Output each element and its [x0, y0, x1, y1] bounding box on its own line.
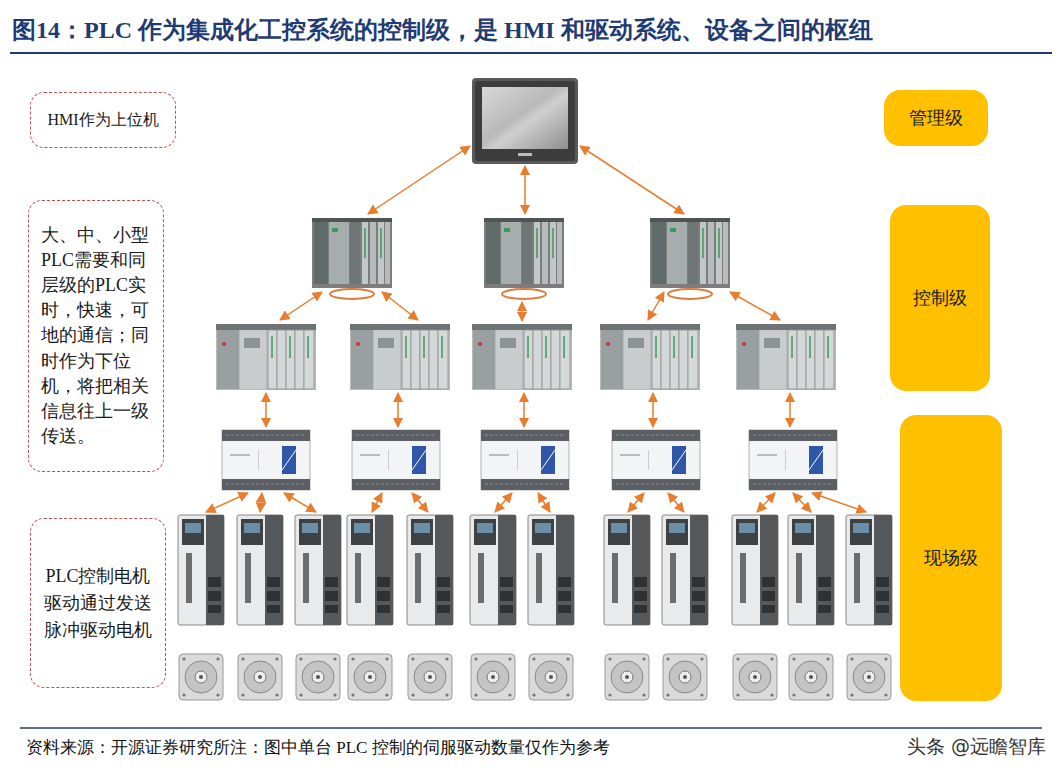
link-arrow [580, 146, 684, 214]
link-arrow [789, 393, 791, 427]
servo-drive [528, 515, 574, 625]
servo-motor [238, 654, 282, 700]
large-plc [312, 218, 392, 288]
servo-motor [789, 654, 833, 700]
link-arrow [265, 393, 267, 427]
servo-motor [348, 654, 392, 700]
servo-motor [663, 654, 707, 700]
link-arrow [372, 493, 382, 512]
link-arrow [284, 493, 316, 512]
servo-motor [471, 654, 515, 700]
medium-plc [216, 324, 316, 390]
link-arrow [206, 493, 248, 512]
link-arrow [397, 393, 399, 427]
footer-rule [20, 727, 1042, 729]
link-arrows [206, 146, 866, 512]
watermark: 头条 @远瞻智库 [905, 734, 1048, 760]
link-arrow [793, 493, 811, 512]
link-arrow [538, 493, 550, 512]
callout-box: PLC控制电机驱动通过发送脉冲驱动电机 [30, 518, 166, 688]
medium-plc [736, 324, 836, 390]
link-arrow [382, 292, 418, 320]
small-plc [749, 430, 837, 490]
link-arrow [280, 292, 322, 320]
servo-motor [408, 654, 452, 700]
hmi-screen [472, 78, 578, 164]
link-arrow [812, 493, 866, 512]
servo-drive [470, 515, 516, 625]
source-note: 资料来源：开源证券研究所注：图中单台 PLC 控制的伺服驱动数量仅作为参考 [26, 736, 610, 759]
servo-drive [237, 515, 283, 625]
cable-ring [668, 289, 712, 299]
callout-text: PLC控制电机驱动通过发送脉冲驱动电机 [43, 563, 153, 644]
servo-drive [788, 515, 834, 625]
servo-drive [662, 515, 708, 625]
title-rule [10, 52, 1052, 54]
level-badge: 控制级 [890, 205, 990, 391]
level-badge: 现场级 [900, 415, 1002, 701]
small-plc [352, 430, 440, 490]
servo-motor [733, 654, 777, 700]
level-label: 现场级 [910, 546, 992, 570]
figure-title: 图14：PLC 作为集成化工控系统的控制级，是 HMI 和驱动系统、设备之间的枢… [12, 14, 873, 46]
callout-box: 大、中、小型PLC需要和同层级的PLC实时，快速，可地的通信；同时作为下位机，将… [28, 200, 164, 472]
small-plc [222, 430, 310, 490]
servo-drive [732, 515, 778, 625]
callout-box: HMI作为上位机 [30, 92, 176, 148]
small-plc [481, 430, 569, 490]
servo-motor [529, 654, 573, 700]
link-arrow [521, 302, 523, 321]
level-label: 管理级 [894, 106, 978, 130]
link-arrow [524, 166, 526, 214]
large-plc [650, 218, 730, 288]
servo-drive [295, 515, 341, 625]
servo-drive [178, 515, 224, 625]
large-plc [484, 218, 564, 288]
medium-plc [600, 324, 700, 390]
link-arrow [495, 493, 512, 512]
link-arrow [648, 292, 664, 320]
cable-ring [330, 289, 374, 299]
medium-plc [350, 324, 450, 390]
level-label: 控制级 [900, 286, 980, 310]
servo-drive [407, 515, 453, 625]
servo-drive [604, 515, 650, 625]
link-arrow [668, 493, 684, 512]
servo-drive [846, 515, 892, 625]
servo-motor [847, 654, 891, 700]
level-badge: 管理级 [884, 90, 988, 146]
callout-text: HMI作为上位机 [43, 109, 163, 131]
servo-motor [605, 654, 649, 700]
callout-text: 大、中、小型PLC需要和同层级的PLC实时，快速，可地的通信；同时作为下位机，将… [41, 223, 151, 450]
link-arrow [412, 493, 428, 512]
link-arrow [757, 493, 775, 512]
link-arrow [628, 493, 644, 512]
medium-plc [472, 324, 572, 390]
link-arrow [260, 493, 262, 512]
servo-motor [296, 654, 340, 700]
small-plc [612, 430, 700, 490]
servo-drive [347, 515, 393, 625]
link-arrow [730, 292, 780, 320]
link-arrow [523, 393, 525, 427]
link-arrow [368, 146, 470, 214]
servo-motor [179, 654, 223, 700]
cable-ring [502, 289, 546, 299]
link-arrow [652, 393, 654, 427]
